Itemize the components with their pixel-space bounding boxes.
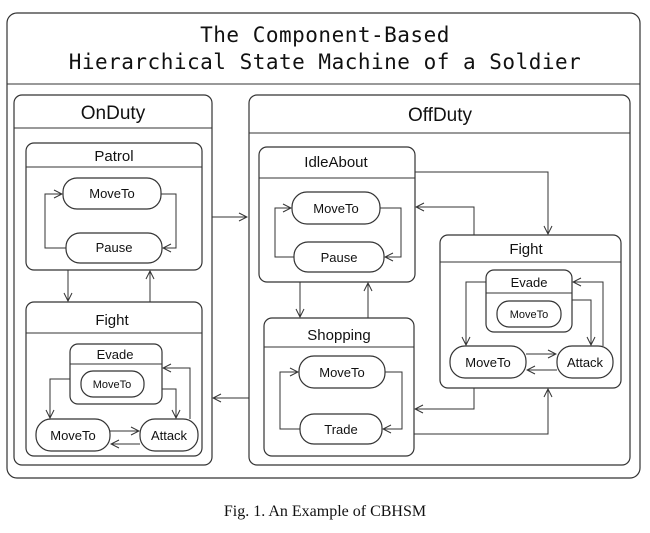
off-duty-evade-to-moveto-arrow — [466, 281, 486, 345]
shopping-to-fight-arrow — [414, 389, 548, 435]
off-duty-attack-to-evade-arrow — [573, 282, 604, 346]
fight-to-shopping-arrow — [415, 388, 475, 409]
on-duty-label: OnDuty — [81, 103, 146, 124]
idle-about-pause-label: Pause — [321, 250, 358, 265]
off-duty-fight-box — [439, 234, 622, 389]
state-on-duty-fight: Fight Evade MoveTo MoveTo Attack — [25, 301, 203, 457]
idle-about-to-fight-arrow — [415, 171, 548, 234]
on-duty-fight-label: Fight — [95, 312, 129, 329]
off-duty-evade-state — [485, 269, 573, 333]
shopping-box — [263, 317, 415, 457]
off-duty-fight-attack-state — [556, 345, 614, 379]
on-duty-evade-to-attack-arrow — [162, 388, 176, 418]
shopping-moveto-label: MoveTo — [319, 365, 365, 380]
shopping-moveto-to-trade-arrow — [383, 371, 403, 429]
diagram-title-line1: The Component-Based — [200, 23, 450, 47]
shopping-label: Shopping — [307, 327, 370, 344]
on-duty-box — [13, 94, 213, 466]
fight-to-idle-about-arrow — [416, 207, 475, 235]
state-off-duty: OffDuty IdleAbout MoveTo Pause Shopping … — [248, 94, 631, 466]
patrol-pause-label: Pause — [96, 240, 133, 255]
on-duty-fight-moveto-state — [35, 418, 111, 452]
off-duty-evade-to-attack-arrow — [572, 299, 591, 345]
on-duty-fight-box — [25, 301, 203, 457]
patrol-box — [25, 142, 203, 271]
cbhsm-diagram: The Component-Based Hierarchical State M… — [6, 12, 641, 479]
off-duty-evade-moveto-label: MoveTo — [510, 309, 549, 321]
on-duty-evade-label: Evade — [97, 347, 134, 362]
off-duty-fight-attack-label: Attack — [567, 355, 604, 370]
figure-caption: Fig. 1. An Example of CBHSM — [223, 503, 427, 520]
on-duty-evade-state — [69, 343, 163, 405]
on-duty-fight-moveto-label: MoveTo — [50, 428, 96, 443]
on-duty-evade-moveto-state — [80, 370, 145, 398]
off-duty-fight-label: Fight — [509, 241, 543, 258]
on-duty-fight-attack-label: Attack — [151, 428, 188, 443]
on-duty-evade-moveto-label: MoveTo — [93, 379, 132, 391]
idle-about-moveto-to-pause-arrow — [380, 207, 402, 257]
idle-about-box — [258, 146, 416, 283]
state-on-duty: OnDuty Patrol MoveTo Pause Fight Evade M… — [13, 94, 213, 466]
patrol-label: Patrol — [94, 148, 133, 165]
state-shopping: Shopping MoveTo Trade — [263, 317, 415, 457]
idle-about-pause-to-moveto-arrow — [274, 208, 294, 258]
off-duty-evade-label: Evade — [511, 275, 548, 290]
patrol-moveto-to-pause-arrow — [161, 193, 177, 248]
off-duty-box — [248, 94, 631, 466]
state-idle-about: IdleAbout MoveTo Pause — [258, 146, 416, 283]
state-patrol: Patrol MoveTo Pause — [25, 142, 203, 271]
off-duty-fight-moveto-label: MoveTo — [465, 355, 511, 370]
idle-about-moveto-label: MoveTo — [313, 201, 359, 216]
state-off-duty-fight: Fight Evade MoveTo MoveTo Attack — [439, 234, 622, 389]
on-duty-attack-to-evade-arrow — [163, 368, 191, 419]
idle-about-label: IdleAbout — [304, 154, 368, 171]
diagram-title-line2: Hierarchical State Machine of a Soldier — [69, 50, 582, 74]
outer-frame — [6, 12, 641, 479]
patrol-pause-to-moveto-arrow — [44, 194, 66, 249]
patrol-moveto-label: MoveTo — [89, 186, 135, 201]
shopping-trade-to-moveto-arrow — [279, 372, 300, 430]
on-duty-fight-attack-state — [139, 418, 199, 452]
shopping-trade-label: Trade — [324, 422, 357, 437]
off-duty-label: OffDuty — [408, 105, 473, 126]
off-duty-fight-moveto-state — [449, 345, 527, 379]
off-duty-evade-moveto-state — [496, 300, 562, 328]
on-duty-evade-to-moveto-arrow — [50, 378, 70, 418]
